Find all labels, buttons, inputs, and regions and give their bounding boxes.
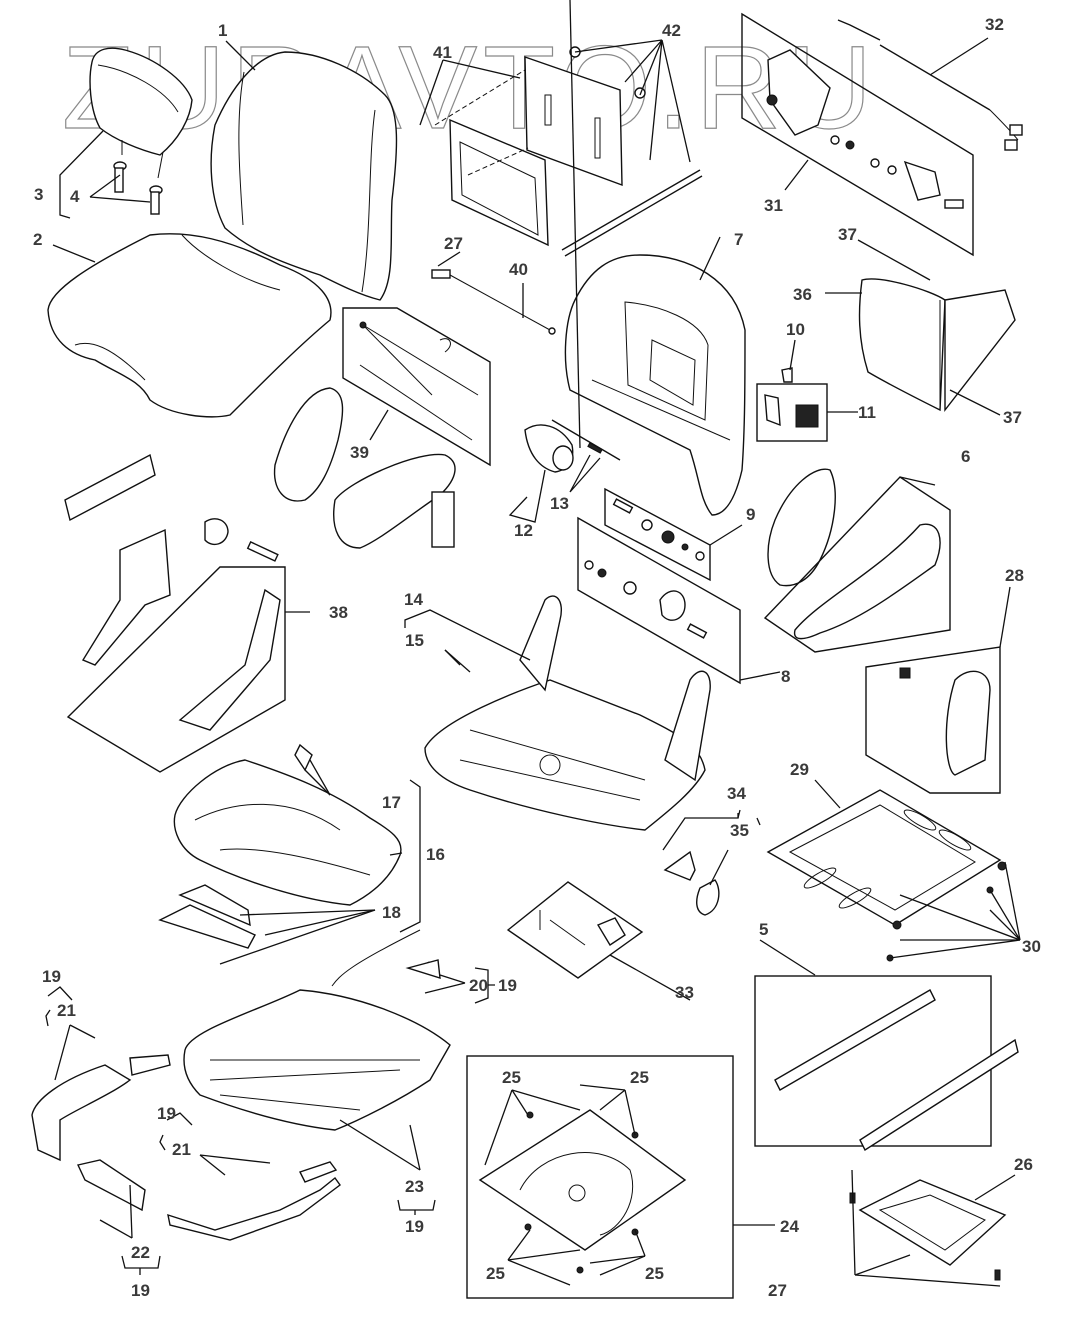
callout-31: 31 xyxy=(764,196,783,215)
callout-23: 23 xyxy=(405,1177,424,1196)
pan-clip xyxy=(294,743,313,772)
callout-35: 35 xyxy=(730,821,749,840)
mounting-plate xyxy=(766,789,1007,962)
callout-37b: 37 xyxy=(1003,408,1022,427)
cable-clamp xyxy=(331,929,441,987)
callout-18: 18 xyxy=(382,903,401,922)
handle xyxy=(76,1159,146,1212)
seat-pan xyxy=(173,759,402,906)
callout-19a: 19 xyxy=(42,967,61,986)
callout-19e: 19 xyxy=(131,1281,150,1300)
recliner-bolt-kit xyxy=(604,487,711,582)
recliner-cover-left xyxy=(273,387,344,502)
callout-29: 29 xyxy=(790,760,809,779)
callout-25b: 25 xyxy=(630,1068,649,1087)
callout-42: 42 xyxy=(662,21,681,40)
callout-20: 20 xyxy=(469,976,488,995)
callout-14: 14 xyxy=(404,590,423,609)
callout-25c: 25 xyxy=(486,1264,505,1283)
callout-37a: 37 xyxy=(838,225,857,244)
latch-kit xyxy=(506,881,644,979)
seat-frame xyxy=(424,595,711,831)
callout-19d: 19 xyxy=(405,1217,424,1236)
callout-11: 11 xyxy=(858,403,876,422)
seat-cushion-cover xyxy=(47,233,332,418)
callout-41: 41 xyxy=(433,43,452,62)
recliner-spring-kit xyxy=(577,516,741,685)
seat-back-frame xyxy=(564,254,746,516)
callout-33: 33 xyxy=(675,983,694,1002)
armrest-left xyxy=(333,453,456,549)
swivel-plate-kit xyxy=(466,1055,734,1299)
callout-26: 26 xyxy=(1014,1155,1033,1174)
callout-36: 36 xyxy=(793,285,812,304)
headrest-guides xyxy=(113,161,163,215)
callout-16: 16 xyxy=(426,845,445,864)
callout-13: 13 xyxy=(550,494,569,513)
callout-21b: 21 xyxy=(172,1140,191,1159)
callout-21a: 21 xyxy=(57,1001,76,1020)
callout-34: 34 xyxy=(727,784,746,803)
callout-19c: 19 xyxy=(157,1104,176,1123)
callout-40: 40 xyxy=(509,260,528,279)
callout-30: 30 xyxy=(1022,937,1041,956)
callout-3: 3 xyxy=(34,185,43,204)
switch-kit xyxy=(756,367,828,442)
callout-10: 10 xyxy=(786,320,805,339)
callout-22: 22 xyxy=(131,1243,150,1262)
callout-2: 2 xyxy=(33,230,42,249)
callout-8: 8 xyxy=(781,667,790,686)
recliner-right-kit xyxy=(865,646,1001,794)
callout-7: 7 xyxy=(734,230,743,249)
callout-38: 38 xyxy=(329,603,348,622)
armrest-right-kit xyxy=(763,476,951,653)
side-shield-right xyxy=(167,1161,341,1241)
buckle-kit xyxy=(741,12,1023,257)
bottom-cover xyxy=(183,989,451,1131)
headrest xyxy=(89,47,193,179)
callout-27b: 27 xyxy=(768,1281,787,1300)
callout-28: 28 xyxy=(1005,566,1024,585)
back-panel xyxy=(858,278,1016,413)
side-shield-left xyxy=(31,1054,171,1162)
pan-bracket xyxy=(158,884,256,949)
lumbar-mechanism xyxy=(524,419,621,473)
callout-1: 1 xyxy=(218,21,227,40)
callout-labels: 1 2 3 4 5 6 7 8 9 10 11 12 13 14 15 16 1… xyxy=(33,15,1041,1300)
storage-pocket xyxy=(434,46,703,257)
callout-5: 5 xyxy=(759,920,768,939)
callout-24: 24 xyxy=(780,1217,799,1236)
lever-kit xyxy=(663,850,720,916)
armrest-bracket xyxy=(64,453,279,666)
callout-12: 12 xyxy=(514,521,533,540)
swivel-lock xyxy=(849,1179,1007,1281)
callout-27a: 27 xyxy=(444,234,463,253)
callout-17: 17 xyxy=(382,793,401,812)
cable-kit xyxy=(342,307,491,467)
slide-rails xyxy=(754,975,1019,1152)
callout-32: 32 xyxy=(985,15,1004,34)
leader-lines xyxy=(45,0,1021,1287)
callout-39: 39 xyxy=(350,443,369,462)
cable-assembly xyxy=(431,269,556,335)
callout-15: 15 xyxy=(405,631,424,650)
callout-25d: 25 xyxy=(645,1264,664,1283)
callout-19b: 19 xyxy=(498,976,517,995)
callout-9: 9 xyxy=(746,505,755,524)
recliner-cover-right xyxy=(767,468,836,587)
callout-25a: 25 xyxy=(502,1068,521,1087)
callout-4: 4 xyxy=(70,187,80,206)
seat-back-cover xyxy=(210,51,398,301)
armrest-bracket-kit xyxy=(66,566,286,773)
callout-6: 6 xyxy=(961,447,970,466)
